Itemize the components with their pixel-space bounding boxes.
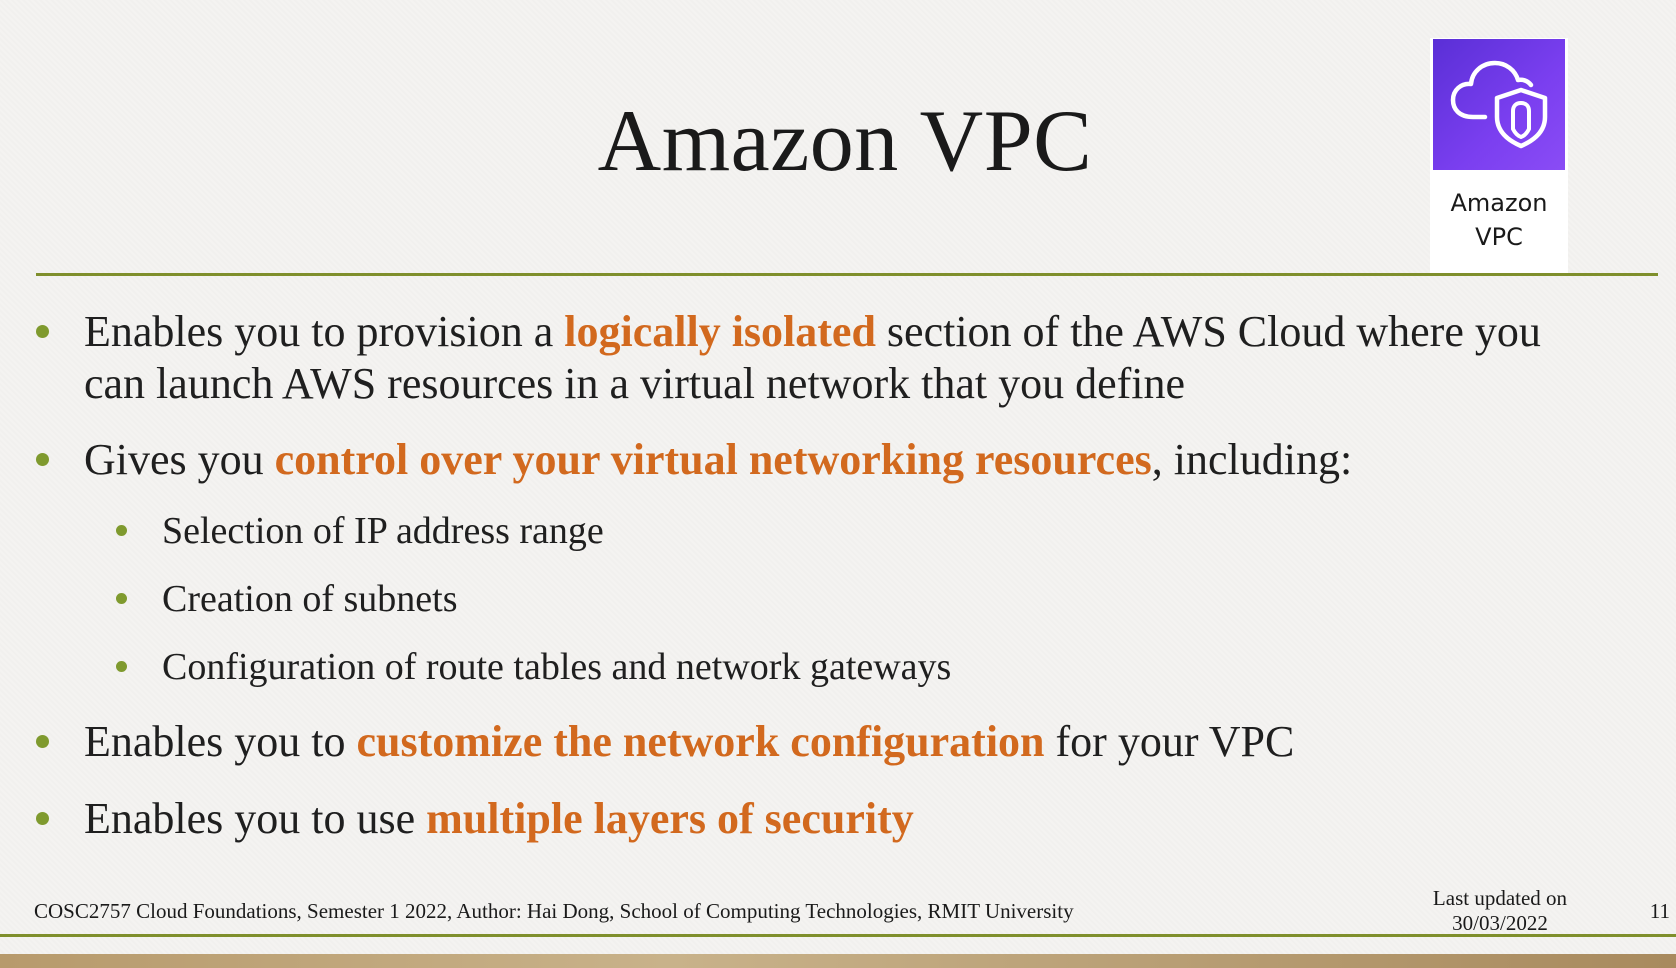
- bullet-dot: [36, 325, 49, 338]
- bullet-1-line2: can launch AWS resources in a virtual ne…: [84, 359, 1186, 408]
- page-number: 11: [1649, 899, 1670, 923]
- title-divider: [36, 273, 1658, 276]
- vpc-cloud-shield-icon: [1450, 60, 1548, 149]
- sub-bullet-dot: [116, 525, 127, 536]
- logo-label-line2: VPC: [1475, 223, 1523, 251]
- sub-bullet-dot: [116, 661, 127, 672]
- bullet-item-2: Gives you control over your virtual netw…: [36, 434, 1654, 486]
- amazon-vpc-logo-tile: [1433, 39, 1565, 170]
- sub-bullet-3-text: Configuration of route tables and networ…: [162, 646, 952, 688]
- last-updated-date: 30/03/2022: [1452, 911, 1548, 935]
- sub-bullet-dot: [116, 593, 127, 604]
- bullet-dot: [36, 735, 49, 748]
- bullet-2-text-post: , including:: [1151, 435, 1353, 484]
- bullet-1-line1: Enables you to provision a logically iso…: [84, 306, 1654, 358]
- bullet-4-text-pre: Enables you to use: [84, 794, 427, 843]
- last-updated-label: Last updated on: [1432, 886, 1568, 910]
- bottom-band: [0, 954, 1676, 968]
- logo-label-line1: Amazon: [1450, 189, 1548, 217]
- sub-bullet-item-2: Creation of subnets: [116, 576, 1562, 622]
- bullet-dot: [36, 812, 49, 825]
- bullet-3-text-post: for your VPC: [1044, 717, 1295, 766]
- bullet-2-highlight: control over your virtual networking res…: [274, 435, 1152, 484]
- amazon-vpc-logo-label: Amazon VPC: [1430, 186, 1568, 254]
- bullet-4-highlight: multiple layers of security: [426, 794, 914, 843]
- bullet-item-1: Enables you to provision a logically iso…: [36, 306, 1654, 410]
- last-updated: Last updated on 30/03/2022: [1380, 886, 1620, 936]
- sub-bullet-2-text: Creation of subnets: [162, 578, 458, 620]
- footer-divider: [0, 934, 1676, 937]
- bullet-1-text-post: section of the AWS Cloud where you: [875, 307, 1541, 356]
- sub-bullet-item-1: Selection of IP address range: [116, 508, 1562, 554]
- bullet-dot: [36, 453, 49, 466]
- bullet-2-text-pre: Gives you: [84, 435, 275, 484]
- sub-bullet-1-text: Selection of IP address range: [162, 510, 604, 552]
- sub-bullet-item-3: Configuration of route tables and networ…: [116, 644, 1562, 690]
- bullet-3-highlight: customize the network configuration: [356, 717, 1045, 766]
- bullet-item-4: Enables you to use multiple layers of se…: [36, 793, 1654, 845]
- bullet-item-3: Enables you to customize the network con…: [36, 716, 1654, 768]
- amazon-vpc-logo-card: Amazon VPC: [1430, 38, 1568, 274]
- footer-credits: COSC2757 Cloud Foundations, Semester 1 2…: [34, 899, 1074, 923]
- bullet-3-text-pre: Enables you to: [84, 717, 357, 766]
- bullet-1-text-pre: Enables you to provision a: [84, 307, 565, 356]
- bullet-1-highlight: logically isolated: [564, 307, 876, 356]
- slide-title: Amazon VPC: [597, 93, 1093, 190]
